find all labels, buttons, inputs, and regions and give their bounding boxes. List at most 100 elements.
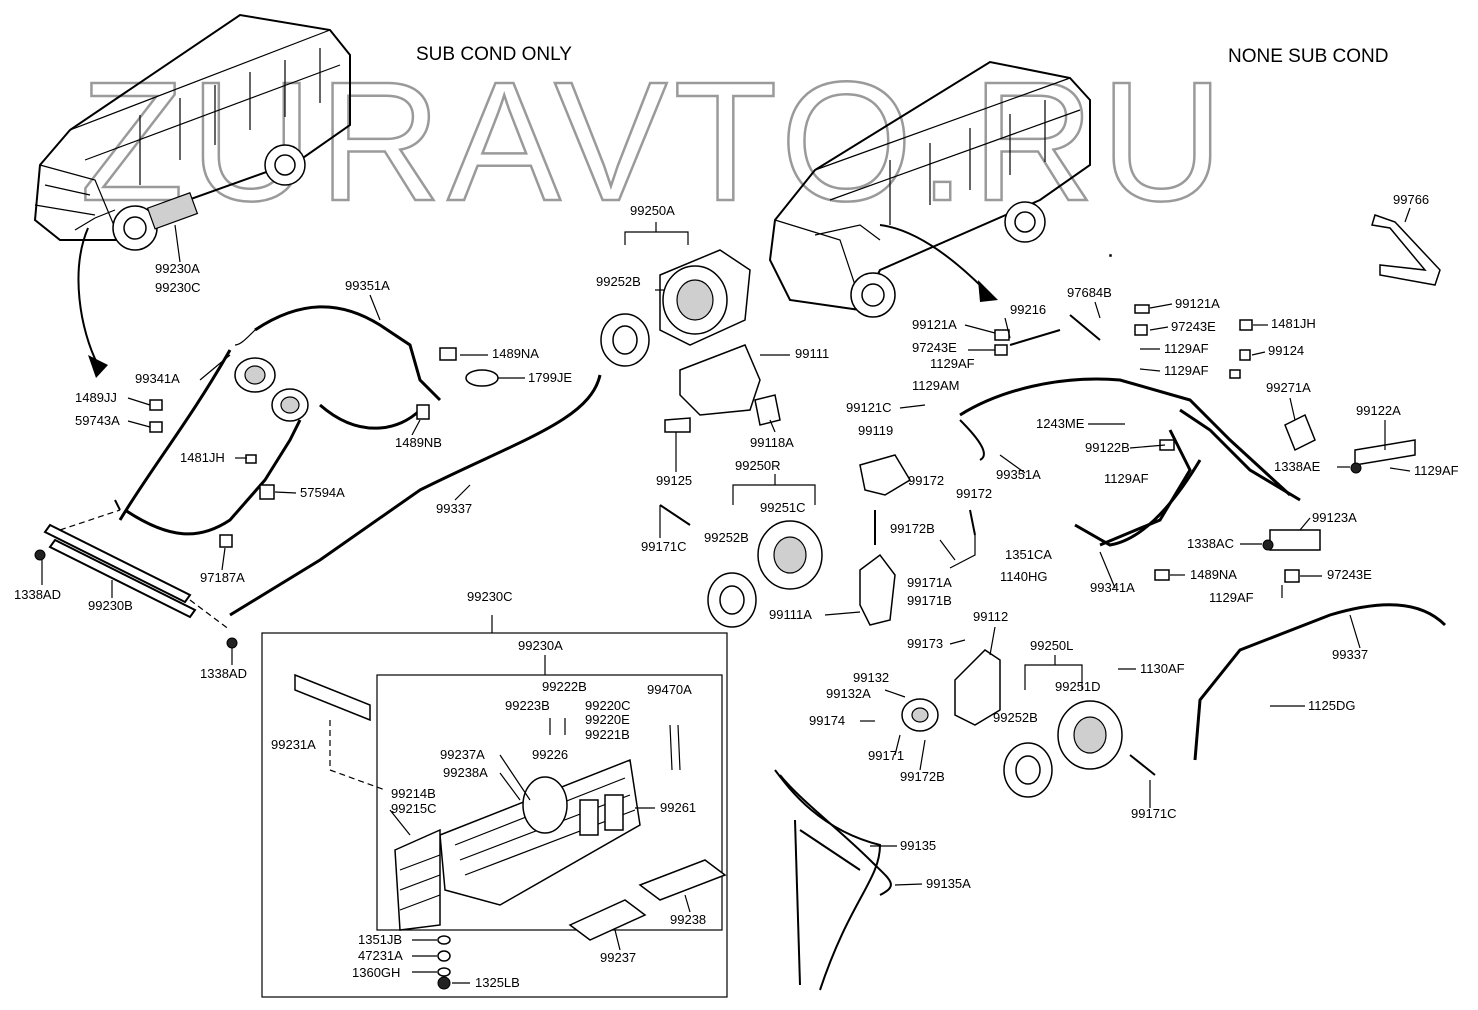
part-label: 1489NA bbox=[1190, 567, 1237, 582]
evaporator-unit bbox=[294, 673, 681, 931]
part-label: 99135 bbox=[900, 838, 936, 853]
part-label: 97684B bbox=[1067, 285, 1112, 300]
watermark-text: ZURAVTO.RU bbox=[80, 47, 1229, 237]
part-label: 99214B bbox=[391, 786, 436, 801]
part-label: 1129AF bbox=[1104, 471, 1149, 486]
part-label: 1129AF bbox=[1164, 341, 1209, 356]
part-label: 99226 bbox=[532, 747, 568, 762]
part-label: 97243E bbox=[912, 340, 957, 355]
part-label: 99119 bbox=[858, 423, 893, 438]
part-label: 99251D bbox=[1055, 679, 1101, 694]
part-label: 99337 bbox=[1332, 647, 1368, 662]
part-label: 99222B bbox=[542, 679, 587, 694]
part-label: 99230A bbox=[155, 261, 200, 276]
part-label: 1338AD bbox=[200, 666, 247, 681]
part-label: 99250R bbox=[735, 458, 781, 473]
part-label: 97187A bbox=[200, 570, 245, 585]
part-label: 1481JH bbox=[180, 450, 225, 465]
part-label: 99111A bbox=[769, 607, 812, 622]
part-label: 99237A bbox=[440, 747, 485, 762]
part-label: 99221B bbox=[585, 727, 630, 742]
part-label: 99171C bbox=[641, 539, 687, 554]
part-label: 99121C bbox=[846, 400, 892, 415]
van-left-illustration bbox=[33, 13, 351, 251]
part-label: 99172 bbox=[908, 473, 944, 488]
part-label: 99250L bbox=[1030, 638, 1073, 653]
part-label: 99215C bbox=[391, 801, 437, 816]
part-label: 99220E bbox=[585, 712, 630, 727]
part-label: 1489NA bbox=[492, 346, 539, 361]
part-label: 1489NB bbox=[395, 435, 442, 450]
part-label: 47231A bbox=[358, 948, 403, 963]
part-label: 99271A bbox=[1266, 380, 1311, 395]
part-label: 1129AM bbox=[912, 378, 959, 393]
condenser-rail-left bbox=[34, 509, 238, 649]
part-label: 99251C bbox=[760, 500, 806, 515]
part-label: 99252B bbox=[993, 710, 1038, 725]
part-label: 99121A bbox=[1175, 296, 1220, 311]
part-label: 97243E bbox=[1327, 567, 1372, 582]
part-label: 1481JH bbox=[1271, 316, 1316, 331]
part-label: 99118A bbox=[750, 435, 794, 450]
part-label: 99172B bbox=[900, 769, 945, 784]
leader-lines bbox=[41, 207, 1411, 984]
part-label: 99238A bbox=[443, 765, 488, 780]
part-label: 1360GH bbox=[352, 965, 400, 980]
part-label: 99172B bbox=[890, 521, 935, 536]
belts-99135 bbox=[774, 769, 892, 991]
header-sub-cond-only: SUB COND ONLY bbox=[416, 44, 572, 65]
part-label: 1351CA bbox=[1005, 547, 1052, 562]
pads-99237-99238 bbox=[568, 859, 727, 941]
box-99230a bbox=[376, 674, 723, 931]
hose-assembly-right bbox=[959, 314, 1447, 761]
part-label: 99124 bbox=[1268, 343, 1304, 358]
box-99230c bbox=[261, 632, 728, 998]
bracket-99112 bbox=[901, 649, 1001, 732]
part-label: 99220C bbox=[585, 698, 631, 713]
part-label: 99171C bbox=[1131, 806, 1177, 821]
van-right-illustration bbox=[768, 60, 1091, 318]
small-clips-left bbox=[149, 347, 499, 548]
compressor-99250a bbox=[600, 222, 751, 367]
part-label: 99135A bbox=[926, 876, 971, 891]
part-label: 99111 bbox=[795, 346, 829, 361]
compressor-small-left bbox=[234, 357, 309, 422]
part-label: 99470A bbox=[647, 682, 692, 697]
part-label: 99337 bbox=[436, 501, 472, 516]
header-none-sub-cond: NONE SUB COND bbox=[1228, 46, 1388, 67]
part-label: 1130AF bbox=[1140, 661, 1185, 676]
part-label: 99261 bbox=[660, 800, 696, 815]
part-label: 99238 bbox=[670, 912, 706, 927]
part-label: 99172 bbox=[956, 486, 992, 501]
part-label: 1338AE bbox=[1274, 459, 1321, 474]
part-label: 99123A bbox=[1312, 510, 1357, 525]
bracket-99111a bbox=[859, 509, 976, 626]
part-label: 99122B bbox=[1085, 440, 1130, 455]
bracket-99119 bbox=[859, 454, 912, 496]
part-label: 99252B bbox=[596, 274, 641, 289]
part-label: 1129AF bbox=[1164, 363, 1209, 378]
part-label: 57594A bbox=[300, 485, 345, 500]
part-label: 99351A bbox=[996, 467, 1041, 482]
part-label: 1799JE bbox=[528, 370, 572, 385]
part-label: 99237 bbox=[600, 950, 636, 965]
part-label: 99112 bbox=[973, 609, 1008, 624]
part-label: 99173 bbox=[907, 636, 943, 651]
part-label: 99174 bbox=[809, 713, 845, 728]
bracket-99766 bbox=[1371, 214, 1441, 286]
part-label: 99351A bbox=[345, 278, 390, 293]
hose-assembly-left bbox=[114, 305, 602, 617]
part-label: 1325LB bbox=[475, 975, 520, 990]
part-label: 99132 bbox=[853, 670, 889, 685]
part-label: 99250A bbox=[630, 203, 675, 218]
arrow-head-right bbox=[978, 280, 998, 302]
part-label: 99230C bbox=[467, 589, 513, 604]
part-label: 99171 bbox=[868, 748, 904, 763]
part-label: 99766 bbox=[1393, 192, 1429, 207]
bracket-99111 bbox=[664, 344, 781, 433]
part-label: 1243ME bbox=[1036, 416, 1085, 431]
part-label: 99132A bbox=[826, 686, 871, 701]
part-label: 99223B bbox=[505, 698, 550, 713]
part-label: 99121A bbox=[912, 317, 957, 332]
